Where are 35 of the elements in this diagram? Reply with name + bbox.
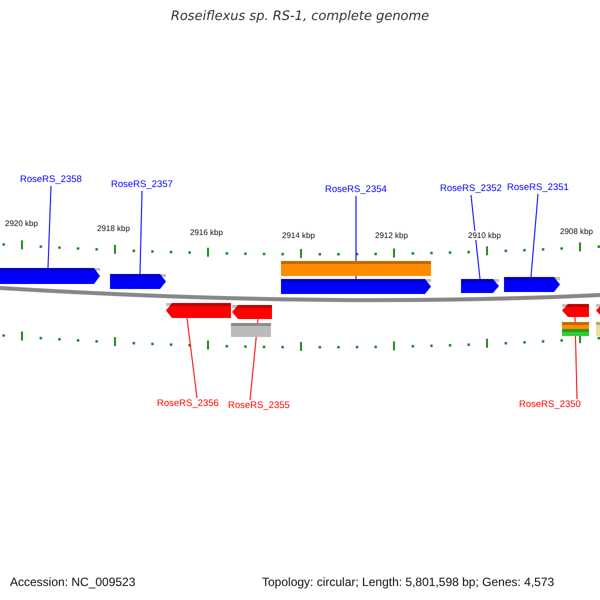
leader-line [140,190,142,274]
gene-feature [562,304,589,317]
footer-note: Accession: NC_009523 [10,575,136,589]
gene-label: RoseRS_2352 [440,183,502,195]
gene-feature [232,305,272,319]
leader-line [48,186,52,268]
gene-label: RoseRS_2351 [507,182,569,194]
leader-line [186,318,198,398]
gene-feature [166,303,231,318]
leader-line [530,194,538,278]
gene-label: RoseRS_2354 [325,184,387,196]
feature-bar [281,261,431,276]
map-title: Roseiflexus sp. RS-1, complete genome [170,9,430,24]
scale-label: 2918 kbp [97,224,130,233]
scale-label: 2910 kbp [468,231,501,240]
gene-feature [281,279,431,294]
scale-label: 2908 kbp [560,227,593,236]
gene-label: RoseRS_2357 [111,179,173,191]
scale-label: 2920 kbp [5,219,38,228]
gene-feature [461,279,499,293]
gene-feature [110,274,166,289]
feature-bar [562,329,589,336]
gene-label: RoseRS_2358 [20,174,82,186]
scale-label: 2914 kbp [282,231,315,240]
scale-label: 2916 kbp [190,228,223,237]
gene-label: RoseRS_2356 [157,398,219,410]
feature-bar [562,322,589,329]
scale-label: 2912 kbp [375,231,408,240]
feature-bar [231,323,271,337]
leader-line [470,194,480,280]
gene-label: RoseRS_2355 [228,400,290,412]
gene-feature [0,268,100,284]
footer-note: Topology: circular; Length: 5,801,598 bp; Genes: 4,573 [262,575,554,589]
gene-feature [504,277,560,292]
gene-label: RoseRS_2350 [519,399,581,411]
